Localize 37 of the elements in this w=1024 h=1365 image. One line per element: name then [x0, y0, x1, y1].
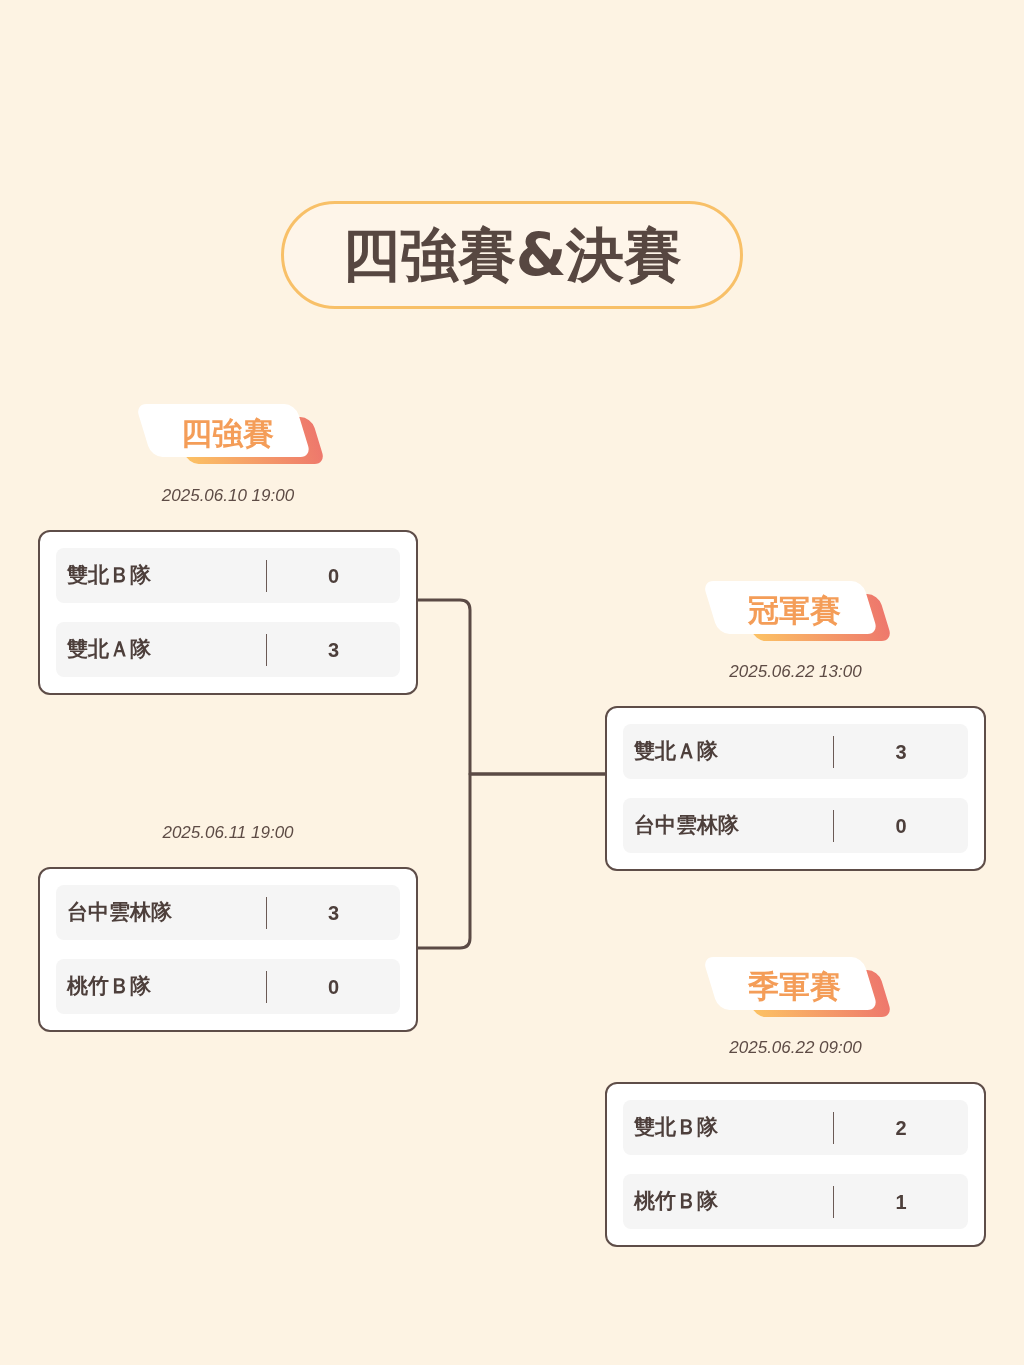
team-score-row — [623, 1100, 968, 1155]
team-name: 雙北Ａ隊 — [67, 639, 151, 660]
team-score-row — [56, 959, 400, 1014]
round-label: 季軍賽 — [747, 971, 841, 1002]
match-card — [38, 867, 418, 1032]
team-score-row — [623, 724, 968, 779]
match-date: 2025.06.11 19:00 — [162, 822, 294, 844]
match-card — [38, 530, 418, 695]
team-score-row — [56, 885, 400, 940]
score: 0 — [327, 976, 340, 997]
score: 0 — [895, 815, 907, 836]
title-banner: 四強賽&決賽 — [281, 201, 743, 309]
team-score-row — [623, 1174, 968, 1229]
score: 3 — [327, 639, 340, 660]
team-score-row — [623, 798, 968, 853]
score: 3 — [895, 741, 907, 762]
round-label: 四強賽 — [180, 418, 274, 449]
team-score-row — [56, 548, 400, 603]
match-card — [605, 1082, 986, 1247]
team-score-row — [56, 622, 400, 677]
round-label: 冠軍賽 — [747, 595, 841, 626]
score: 3 — [327, 902, 340, 923]
bracket-line — [418, 772, 605, 950]
team-name: 雙北Ａ隊 — [634, 741, 718, 762]
match-date: 2025.06.10 19:00 — [161, 485, 295, 507]
match-card — [605, 706, 986, 871]
score: 0 — [327, 565, 340, 586]
team-name: 台中雲林隊 — [634, 815, 739, 836]
team-name: 雙北Ｂ隊 — [634, 1117, 718, 1138]
team-name: 台中雲林隊 — [67, 902, 172, 923]
team-name: 桃竹Ｂ隊 — [634, 1191, 718, 1212]
score: 1 — [895, 1191, 907, 1212]
team-name: 桃竹Ｂ隊 — [67, 976, 151, 997]
team-name: 雙北Ｂ隊 — [67, 565, 151, 586]
match-date: 2025.06.22 13:00 — [729, 661, 862, 683]
score: 2 — [895, 1117, 907, 1138]
match-date: 2025.06.22 09:00 — [729, 1037, 862, 1059]
